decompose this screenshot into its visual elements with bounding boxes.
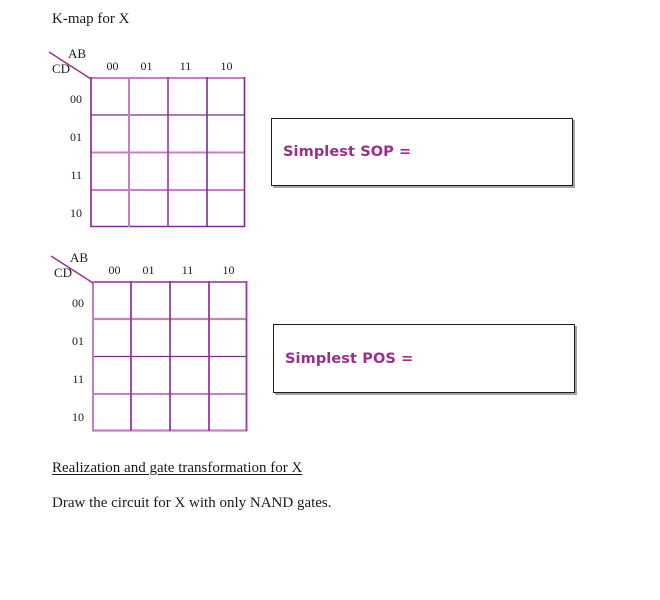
realization-section-heading: Realization and gate transformation for … [52, 460, 303, 476]
kmap-pos-row-header-0: 00 [72, 296, 84, 310]
kmap-pos-col-header-0: 00 [108, 263, 121, 277]
kmap-sop-axis-left-label: CD [52, 61, 71, 76]
kmap-sop-row-header-0: 00 [70, 92, 82, 106]
kmap-sop: AB CD 00 01 11 10 00 01 11 10 [48, 46, 246, 228]
kmap-sop-row-header-3: 10 [70, 206, 82, 220]
kmap-sop-col-header-1: 01 [140, 59, 153, 73]
kmap-sop-col-header-0: 00 [106, 59, 119, 73]
simplest-pos-box[interactable]: Simplest POS = [273, 324, 575, 393]
kmap-pos: AB CD 00 01 11 10 00 01 11 10 [50, 250, 248, 432]
kmap-sop-axis-top-label: AB [68, 46, 87, 61]
simplest-pos-label: Simplest POS = [285, 350, 414, 367]
nand-instruction-text: Draw the circuit for X with only NAND ga… [52, 495, 332, 511]
simplest-sop-box[interactable]: Simplest SOP = [271, 118, 573, 186]
kmap-corner-divider-icon [46, 51, 94, 81]
kmap-pos-axis-left-label: CD [54, 265, 73, 280]
page-title: K-map for X [52, 11, 130, 27]
kmap-sop-col-header-3: 10 [220, 59, 233, 73]
kmap-sop-col-header-2: 11 [179, 59, 192, 73]
kmap-pos-row-header-3: 10 [72, 410, 84, 424]
simplest-sop-label: Simplest SOP = [283, 144, 412, 160]
kmap-sop-row-header-2: 11 [70, 168, 82, 182]
kmap-sop-row-header-1: 01 [70, 130, 82, 144]
kmap-pos-row-header-2: 11 [72, 372, 84, 386]
kmap-sop-grid[interactable] [90, 77, 246, 228]
kmap-pos-grid[interactable] [92, 281, 248, 432]
kmap-pos-col-header-1: 01 [142, 263, 155, 277]
kmap-corner-divider-icon [48, 255, 96, 285]
kmap-pos-col-header-3: 10 [222, 263, 235, 277]
kmap-pos-row-header-1: 01 [72, 334, 84, 348]
kmap-pos-col-header-2: 11 [181, 263, 194, 277]
kmap-pos-axis-top-label: AB [70, 250, 89, 265]
